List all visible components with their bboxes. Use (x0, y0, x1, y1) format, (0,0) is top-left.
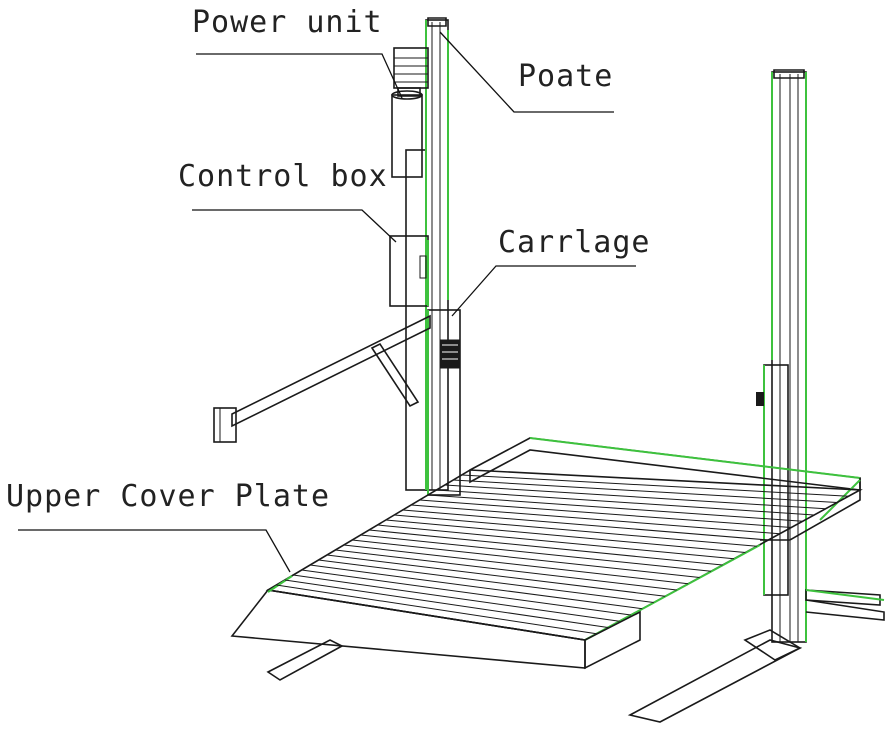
platform (230, 437, 863, 670)
deck-slat (335, 549, 677, 591)
deck-slat (453, 479, 838, 503)
deck-slat (436, 489, 815, 516)
deck-slat (419, 499, 792, 528)
control-box (389, 235, 429, 307)
deck-slat (318, 559, 654, 603)
deck-slat (402, 509, 769, 541)
deck-slats (276, 474, 849, 635)
power-unit-label: Power unit (192, 5, 383, 40)
upper-cover-plate-leader (18, 529, 291, 573)
power-unit-leader (196, 53, 403, 99)
power-unit (391, 47, 429, 178)
deck-slat (293, 574, 620, 622)
bases (266, 589, 885, 723)
deck-slat (427, 494, 803, 522)
control-box-leader (192, 209, 397, 243)
deck-slat (343, 544, 689, 585)
side-arm (213, 314, 431, 443)
carriage-label: Carrlage (498, 225, 651, 260)
deck-slat (461, 474, 849, 497)
left-carriage (427, 309, 461, 496)
deck-slat (444, 484, 826, 510)
deck-slat (411, 504, 780, 535)
deck-slat (310, 564, 643, 610)
deck-slat (368, 529, 723, 566)
post-label: Poate (518, 59, 613, 94)
deck-slat (377, 524, 735, 560)
deck-slat (394, 514, 757, 547)
deck-slat (284, 579, 608, 628)
carriage-leader (451, 265, 636, 317)
upper-cover-plate-label: Upper Cover Plate (6, 479, 330, 514)
post-leader (439, 31, 614, 113)
deck-slat (276, 584, 597, 635)
deck-slat (301, 569, 631, 616)
deck-slat (326, 554, 666, 597)
deck-slat (360, 534, 712, 572)
deck-slat (352, 539, 700, 578)
leader-lines (18, 31, 636, 573)
right-post (756, 69, 807, 643)
control-box-label: Control box (178, 159, 388, 194)
deck-slat (385, 519, 746, 553)
